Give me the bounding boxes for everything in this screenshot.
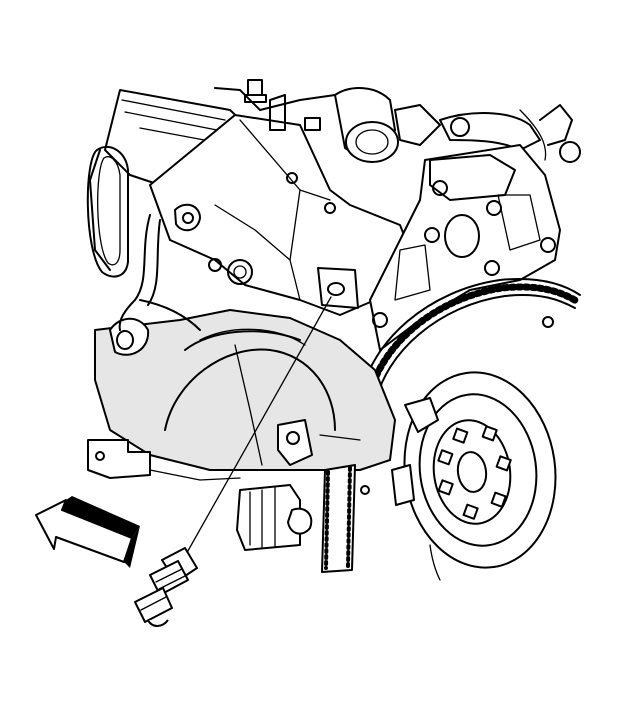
lower-bracket xyxy=(87,439,241,481)
wiring-harness xyxy=(118,203,201,331)
flywheel-bolts xyxy=(437,425,512,520)
arrow-left-icon xyxy=(35,496,140,568)
flywheel xyxy=(360,316,557,581)
ring-gear xyxy=(359,278,582,406)
sensor-unit xyxy=(134,547,198,627)
bellhousing xyxy=(369,144,561,351)
sensor-boss xyxy=(317,267,359,309)
sensor-leader xyxy=(179,296,332,566)
belt-loop xyxy=(86,145,129,278)
top-fittings xyxy=(214,79,581,163)
oil-pan xyxy=(94,309,396,471)
gear-rack xyxy=(321,464,356,573)
starter-assembly xyxy=(236,484,313,551)
